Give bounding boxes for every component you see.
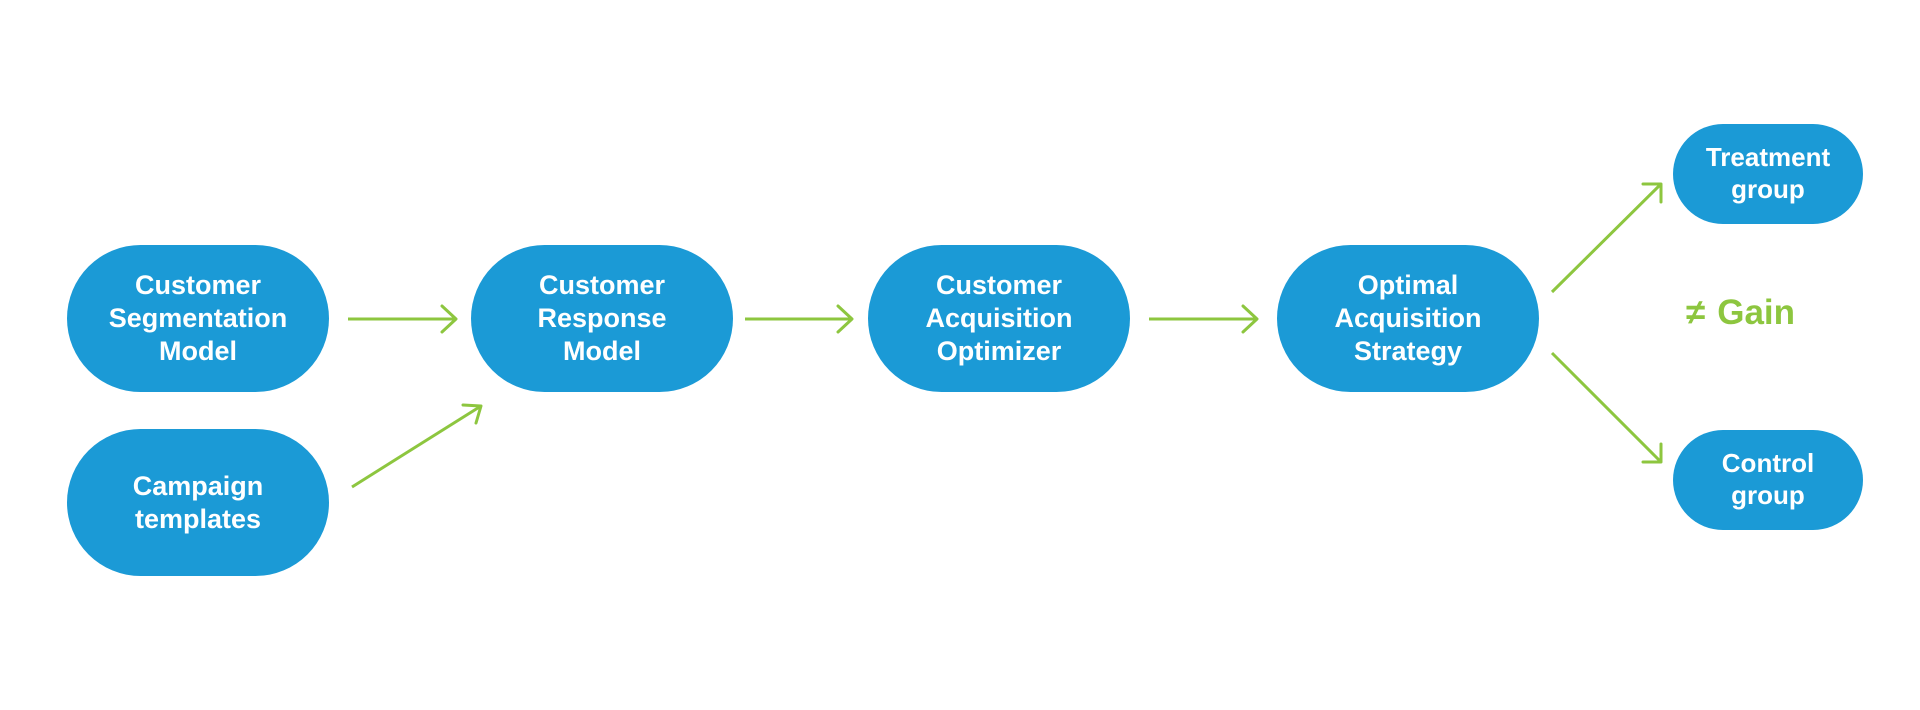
- arrow-strategy-to-treatment-head: [1641, 182, 1663, 204]
- gain-label: ≠ Gain: [1686, 288, 1846, 338]
- optimal-acquisition-strategy-node: Optimal Acquisition Strategy: [1277, 245, 1539, 392]
- arrow-strategy-to-control: [1550, 351, 1663, 464]
- arrow-response-to-acquisition-head: [836, 304, 854, 334]
- campaign-templates-node: Campaign templates: [67, 429, 329, 576]
- customer-segmentation-model-node: Customer Segmentation Model: [67, 245, 329, 392]
- arrow-segmentation-to-response-head: [440, 304, 458, 334]
- treatment-group-node: Treatment group: [1673, 124, 1863, 224]
- control-group-node: Control group: [1673, 430, 1863, 530]
- not-equal-icon: ≠: [1686, 293, 1706, 332]
- arrow-campaign-to-response-head: [461, 403, 483, 425]
- arrow-strategy-to-control-head: [1641, 442, 1663, 464]
- arrow-campaign-to-response: [351, 404, 482, 489]
- arrow-strategy-to-treatment: [1550, 182, 1663, 294]
- customer-acquisition-optimizer-node: Customer Acquisition Optimizer: [868, 245, 1130, 392]
- arrow-acquisition-to-strategy-head: [1241, 304, 1259, 334]
- customer-response-model-node: Customer Response Model: [471, 245, 733, 392]
- gain-text: Gain: [1717, 293, 1796, 332]
